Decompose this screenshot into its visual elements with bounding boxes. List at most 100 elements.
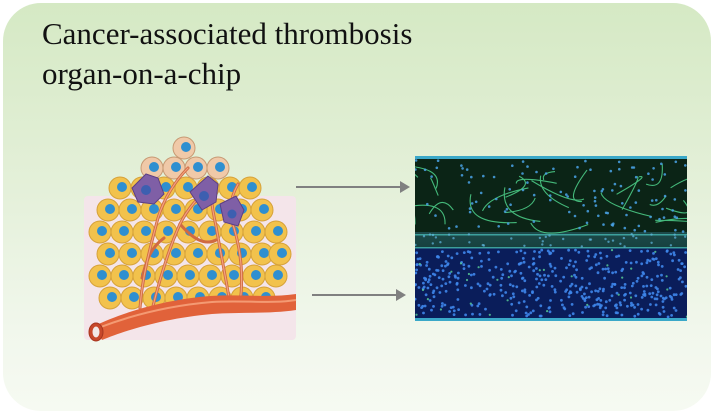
nucleus (425, 264, 428, 267)
nucleus (477, 266, 480, 269)
nucleus (660, 265, 664, 268)
nucleus (523, 244, 526, 247)
nucleus (593, 199, 597, 203)
tumor-cell (88, 264, 112, 288)
right-arrow-icon (296, 181, 410, 193)
nucleus (447, 227, 451, 230)
nucleus (527, 265, 531, 269)
nucleus (642, 293, 645, 297)
nucleus (600, 189, 604, 193)
nucleus (602, 223, 605, 226)
fiber (616, 176, 643, 195)
fiber (415, 204, 446, 225)
nucleus (548, 306, 551, 309)
nucleus (594, 253, 598, 256)
fiber (655, 219, 687, 222)
nucleus (663, 173, 667, 176)
nucleus (544, 172, 548, 175)
nucleus (632, 235, 635, 238)
tumor-illustration (84, 136, 297, 342)
nucleus (629, 261, 633, 265)
nucleus (575, 268, 578, 272)
nucleus (626, 304, 629, 308)
nucleus (483, 289, 486, 293)
nucleus (464, 284, 467, 287)
nucleus (549, 265, 553, 268)
nucleus (648, 292, 652, 296)
nucleus (574, 260, 577, 264)
nucleus (497, 225, 500, 228)
nucleus (569, 284, 572, 288)
nucleus (648, 259, 652, 263)
nucleus (600, 304, 603, 307)
nucleus (674, 160, 678, 164)
nucleus (669, 244, 673, 247)
tumor-cell (206, 242, 230, 266)
tumor-cell (118, 242, 142, 266)
nucleus (435, 268, 438, 272)
fiber (428, 202, 454, 215)
nucleus (509, 203, 512, 206)
nucleus (528, 294, 531, 297)
fiber (504, 197, 536, 214)
nucleus (607, 270, 611, 274)
nucleus (519, 249, 523, 253)
tumor-cell (264, 220, 288, 244)
nucleus (628, 291, 632, 295)
nucleus (673, 233, 676, 236)
nucleus (635, 236, 638, 240)
nucleus (658, 217, 661, 221)
nucleus (623, 226, 627, 230)
nucleus (596, 302, 599, 306)
nucleus (565, 193, 568, 196)
nucleus (601, 313, 605, 317)
nucleus (679, 269, 682, 272)
nucleus (590, 290, 593, 294)
nucleus (541, 243, 544, 246)
nucleus (634, 201, 638, 204)
nucleus (642, 290, 646, 293)
nucleus (540, 278, 544, 282)
nucleus (523, 279, 527, 283)
nucleus (655, 293, 659, 297)
nucleus (599, 299, 603, 302)
nucleus (454, 275, 457, 279)
nucleus (577, 250, 581, 254)
tumor-cell (206, 156, 230, 180)
nucleus (662, 216, 666, 219)
fiber (600, 192, 652, 218)
nucleus (532, 220, 536, 223)
nucleus (559, 279, 562, 283)
nucleus (583, 299, 587, 302)
nucleus (431, 272, 435, 276)
nucleus (611, 224, 615, 227)
tumor-cell (98, 286, 122, 310)
nucleus (611, 189, 614, 192)
nucleus (635, 279, 639, 283)
nucleus (422, 311, 425, 315)
nucleus (660, 279, 664, 282)
nucleus (480, 259, 483, 263)
nucleus (652, 167, 655, 170)
nucleus (567, 248, 570, 252)
nucleus (492, 175, 496, 179)
nucleus (650, 241, 653, 244)
nucleus (499, 283, 503, 287)
nucleus (546, 310, 549, 313)
nucleus (633, 228, 636, 232)
nucleus (548, 310, 552, 314)
nucleus (580, 276, 584, 280)
nucleus (670, 314, 673, 317)
nucleus (510, 274, 513, 278)
nucleus (617, 160, 621, 164)
nucleus (450, 256, 454, 260)
nucleus (637, 189, 641, 192)
nucleus (468, 250, 472, 254)
nucleus (672, 293, 676, 297)
nucleus (654, 257, 658, 260)
nucleus (462, 251, 466, 254)
nucleus (572, 264, 576, 268)
fiber (645, 163, 663, 186)
nucleus (646, 258, 650, 262)
nucleus (439, 308, 442, 311)
